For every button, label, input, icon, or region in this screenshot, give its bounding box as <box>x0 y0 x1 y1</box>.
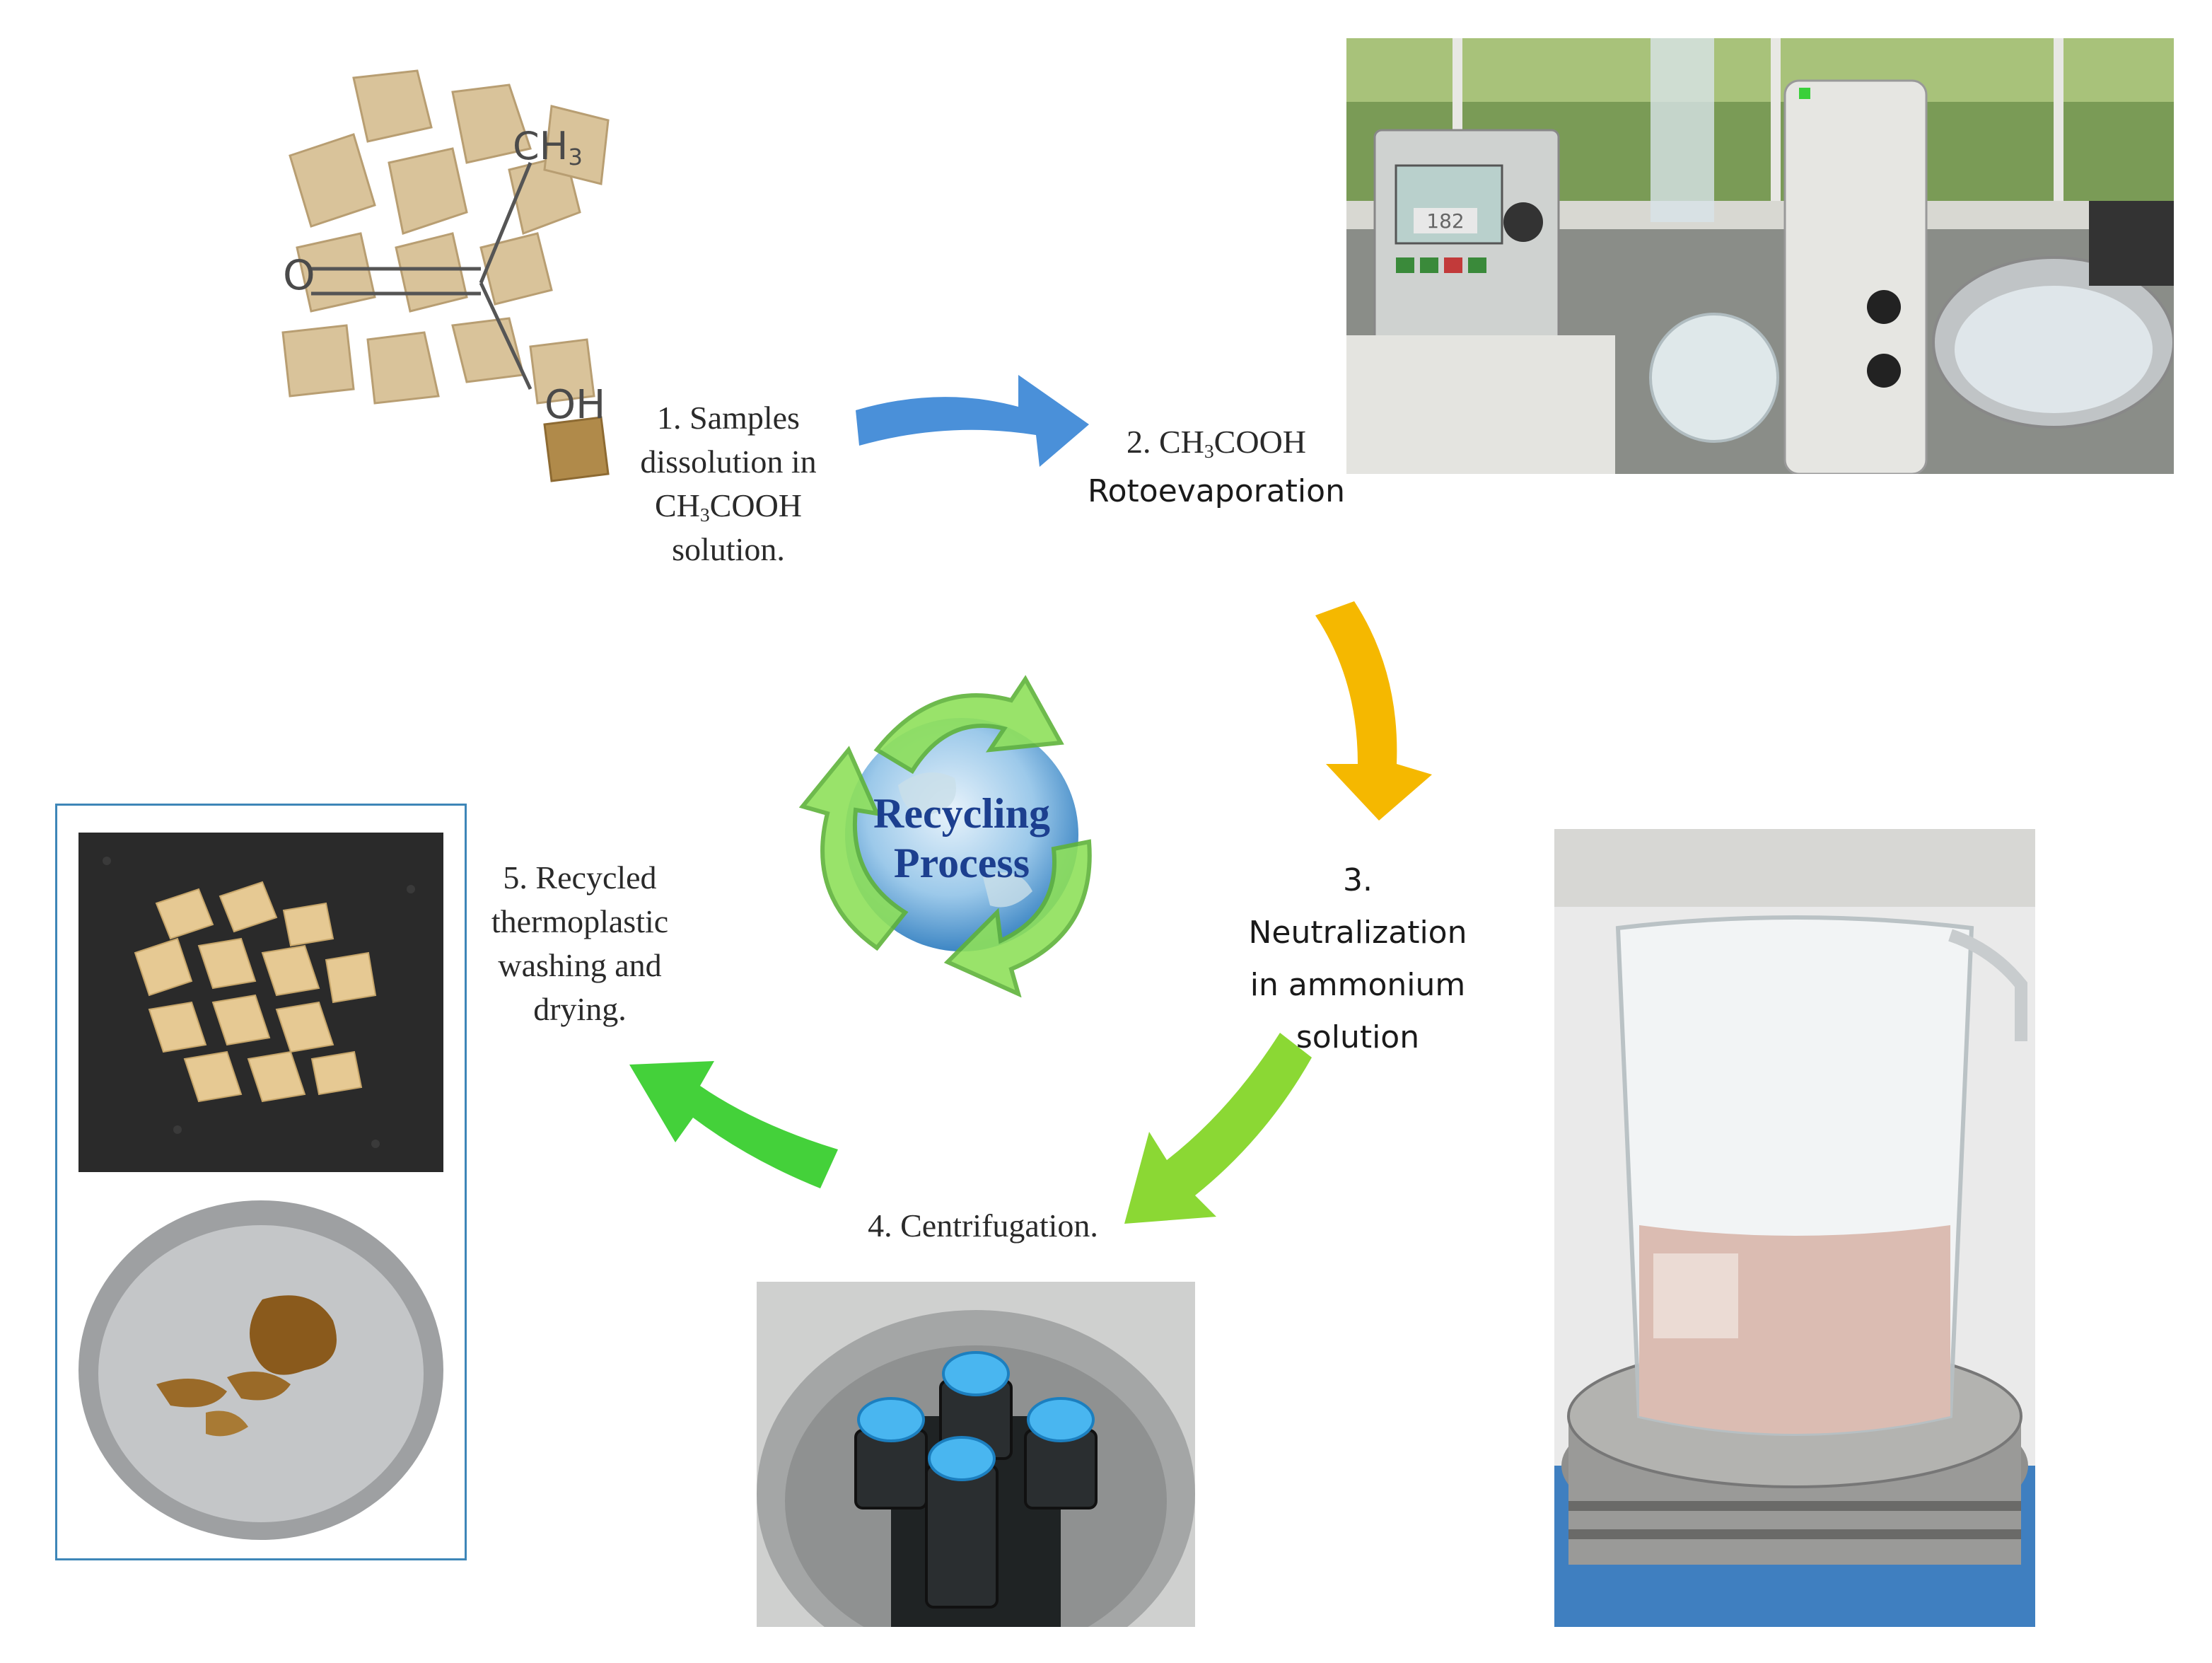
step5-line2: thermoplastic <box>491 903 669 939</box>
step2-line1: 2. CH3COOH <box>1126 424 1307 462</box>
molecule-oh-label: OH <box>545 382 606 428</box>
centrifuge-photo <box>757 1282 1195 1627</box>
sample-fragments-image <box>269 64 665 495</box>
step1-label: 1. Samples dissolution in CH3COOH soluti… <box>601 396 856 572</box>
step5-line1: 5. Recycled <box>503 859 657 896</box>
step3-line3: in ammonium <box>1250 967 1466 1003</box>
logo-line2: Process <box>894 840 1030 886</box>
dried-film-photo <box>78 1193 443 1540</box>
rotovap-display-value: 182 <box>1426 209 1464 233</box>
step1-line4: solution. <box>672 531 785 567</box>
recycled-flakes-photo <box>78 833 443 1172</box>
step4-label: 4. Centrifugation. <box>868 1207 1098 1244</box>
molecule-o-label: O <box>283 251 315 299</box>
recycling-logo: Recycling Process <box>792 665 1131 997</box>
step5-line3: washing and <box>498 947 662 983</box>
arrow-step1-to-step2 <box>856 375 1089 467</box>
step5-label: 5. Recycled thermoplastic washing and dr… <box>453 856 707 1031</box>
beaker-photo <box>1554 829 2035 1627</box>
step2-label: 2. CH3COOH Rotoevaporation <box>1061 417 1372 516</box>
step2-line2: Rotoevaporation <box>1088 473 1345 509</box>
step1-line1: 1. Samples <box>657 400 800 436</box>
step3-line1: 3. <box>1343 862 1373 898</box>
step5-line4: drying. <box>533 991 627 1027</box>
molecule-ch3-label: CH3 <box>513 124 583 171</box>
logo-line1: Recycling <box>873 790 1050 837</box>
recycled-product-frame <box>55 804 467 1560</box>
arrow-step4-to-step5 <box>629 1061 838 1188</box>
step3-line2: Neutralization <box>1248 915 1467 951</box>
rotoevaporator-photo: 182 <box>1346 38 2174 474</box>
step1-line3: CH3COOH <box>654 487 803 526</box>
step3-line4: solution <box>1296 1019 1420 1055</box>
arrow-step2-to-step3 <box>1315 601 1432 821</box>
step1-line2: dissolution in <box>640 444 817 480</box>
step3-label: 3. Neutralization in ammonium solution <box>1202 854 1513 1064</box>
